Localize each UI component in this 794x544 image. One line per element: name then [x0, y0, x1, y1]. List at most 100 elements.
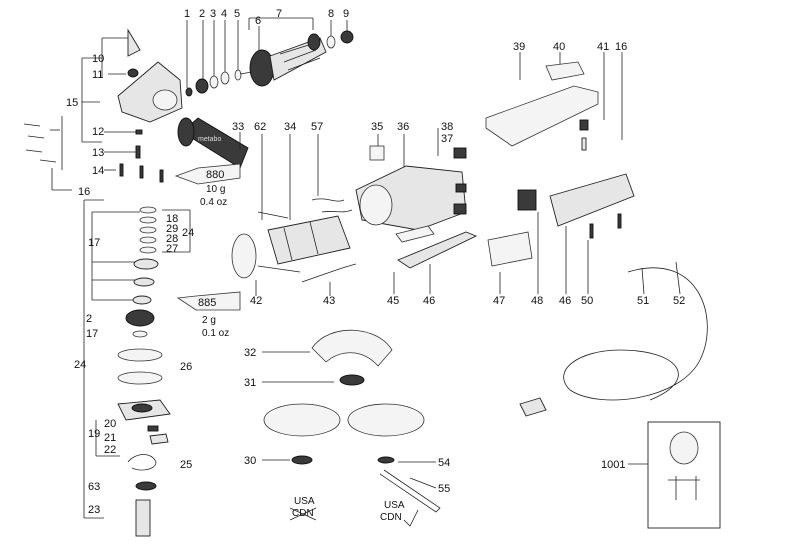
part-label: 1001 [601, 459, 625, 471]
part-label: 19 [88, 428, 100, 440]
part-label: 16 [615, 41, 627, 53]
part-label: 38 [441, 121, 453, 133]
gasket-part [117, 371, 163, 385]
tube-label-885: 885 [198, 297, 216, 309]
part-label: 47 [493, 295, 505, 307]
part-label: 54 [438, 457, 450, 469]
part-label: 40 [553, 41, 565, 53]
spindle-part [135, 499, 151, 537]
rear-handle-group [485, 52, 708, 417]
washer-part [326, 35, 336, 49]
side-handle-part [181, 117, 249, 169]
part-label: 6 [255, 15, 261, 27]
armature-group [185, 17, 354, 97]
part-label: 34 [284, 121, 296, 133]
switch-part [517, 189, 537, 211]
washer-part [209, 75, 219, 89]
part-label: 2 [86, 313, 92, 325]
part-label: 20 [104, 418, 116, 430]
part-label: 14 [92, 165, 104, 177]
switch-rod-part [397, 231, 478, 269]
part-label: 12 [92, 126, 104, 138]
guard-disks-group: USA CDN USA CDN [262, 329, 441, 527]
part-label: 55 [438, 483, 450, 495]
lever-part [127, 28, 141, 57]
screw-part [135, 129, 143, 135]
part-label: 7 [276, 8, 282, 20]
part-label: 17 [88, 237, 100, 249]
wheel-guard-part [311, 329, 393, 367]
usa-mark-right: USA [384, 500, 405, 511]
grease-tube-part [174, 163, 241, 185]
part-label: 23 [88, 504, 100, 516]
part-label: 31 [244, 377, 256, 389]
cutting-disc-part [347, 403, 425, 437]
part-label: 25 [180, 459, 192, 471]
part-label: 4 [221, 8, 227, 20]
part-label: 22 [104, 444, 116, 456]
part-label: 21 [104, 432, 116, 444]
grease-weight-oz: 0.4 oz [200, 197, 227, 208]
label-part [545, 61, 585, 81]
part-label: 15 [66, 97, 78, 109]
part-label: 9 [343, 8, 349, 20]
bearing-part [340, 30, 354, 44]
part-label: 29 [166, 223, 178, 235]
part-label: 33 [232, 121, 244, 133]
bearing-part [234, 69, 242, 81]
part-label: 5 [234, 8, 240, 20]
nut-part [185, 87, 193, 97]
part-label: 37 [441, 133, 453, 145]
part-label: 48 [531, 295, 543, 307]
motor-group [231, 134, 357, 296]
part-label: 24 [182, 227, 194, 239]
clamping-nut-part [291, 455, 313, 465]
part-label: 26 [180, 361, 192, 373]
handle-shell-part [549, 173, 635, 227]
part-label: 16 [78, 186, 90, 198]
part-label: 30 [244, 455, 256, 467]
plug-part [519, 397, 547, 417]
part-label: 13 [92, 147, 104, 159]
part-label: 11 [92, 69, 103, 81]
part-label: 36 [397, 121, 409, 133]
spindle-stack-group: 885 2 g 0.1 oz [83, 199, 241, 537]
cdn-mark-right: CDN [380, 512, 402, 523]
gasket-part [117, 348, 163, 362]
motor-housing-group [355, 128, 478, 294]
part-label: 46 [559, 295, 571, 307]
grease-tube-part [176, 291, 241, 311]
part-labels: 1 2 3 4 5 6 7 8 9 10 11 12 13 14 15 16 1… [66, 8, 685, 516]
part-label: 57 [311, 121, 323, 133]
electronics-part [487, 231, 533, 267]
part-label: 10 [92, 53, 104, 65]
part-label: 51 [637, 295, 649, 307]
part-label: 45 [387, 295, 399, 307]
stator-part [267, 215, 351, 265]
part-label: 39 [513, 41, 525, 53]
power-cord-part [563, 267, 708, 401]
grease-weight-oz-2: 0.1 oz [202, 328, 229, 339]
part-label: 41 [597, 41, 609, 53]
side-handle-group: metabo 880 10 g 0.4 oz [174, 117, 249, 208]
screw-part [135, 145, 141, 159]
inset-detail-group [628, 421, 721, 529]
grease-weight-g-2: 2 g [202, 315, 216, 326]
gear-wheel-part [125, 309, 155, 327]
tube-label-880: 880 [206, 169, 224, 181]
inner-flange-part [339, 374, 365, 386]
part-label: 62 [254, 121, 266, 133]
part-label: 2 [199, 8, 205, 20]
part-label: 46 [423, 295, 435, 307]
usa-mark-left: USA [294, 496, 315, 507]
part-label: 42 [250, 295, 262, 307]
grease-weight-g: 10 g [206, 184, 225, 195]
handle-brand-text: metabo [198, 136, 221, 143]
part-label: 27 [166, 243, 178, 255]
handle-cover-part [485, 85, 599, 147]
part-label: 35 [371, 121, 383, 133]
part-label: 50 [581, 295, 593, 307]
part-label: 52 [673, 295, 685, 307]
